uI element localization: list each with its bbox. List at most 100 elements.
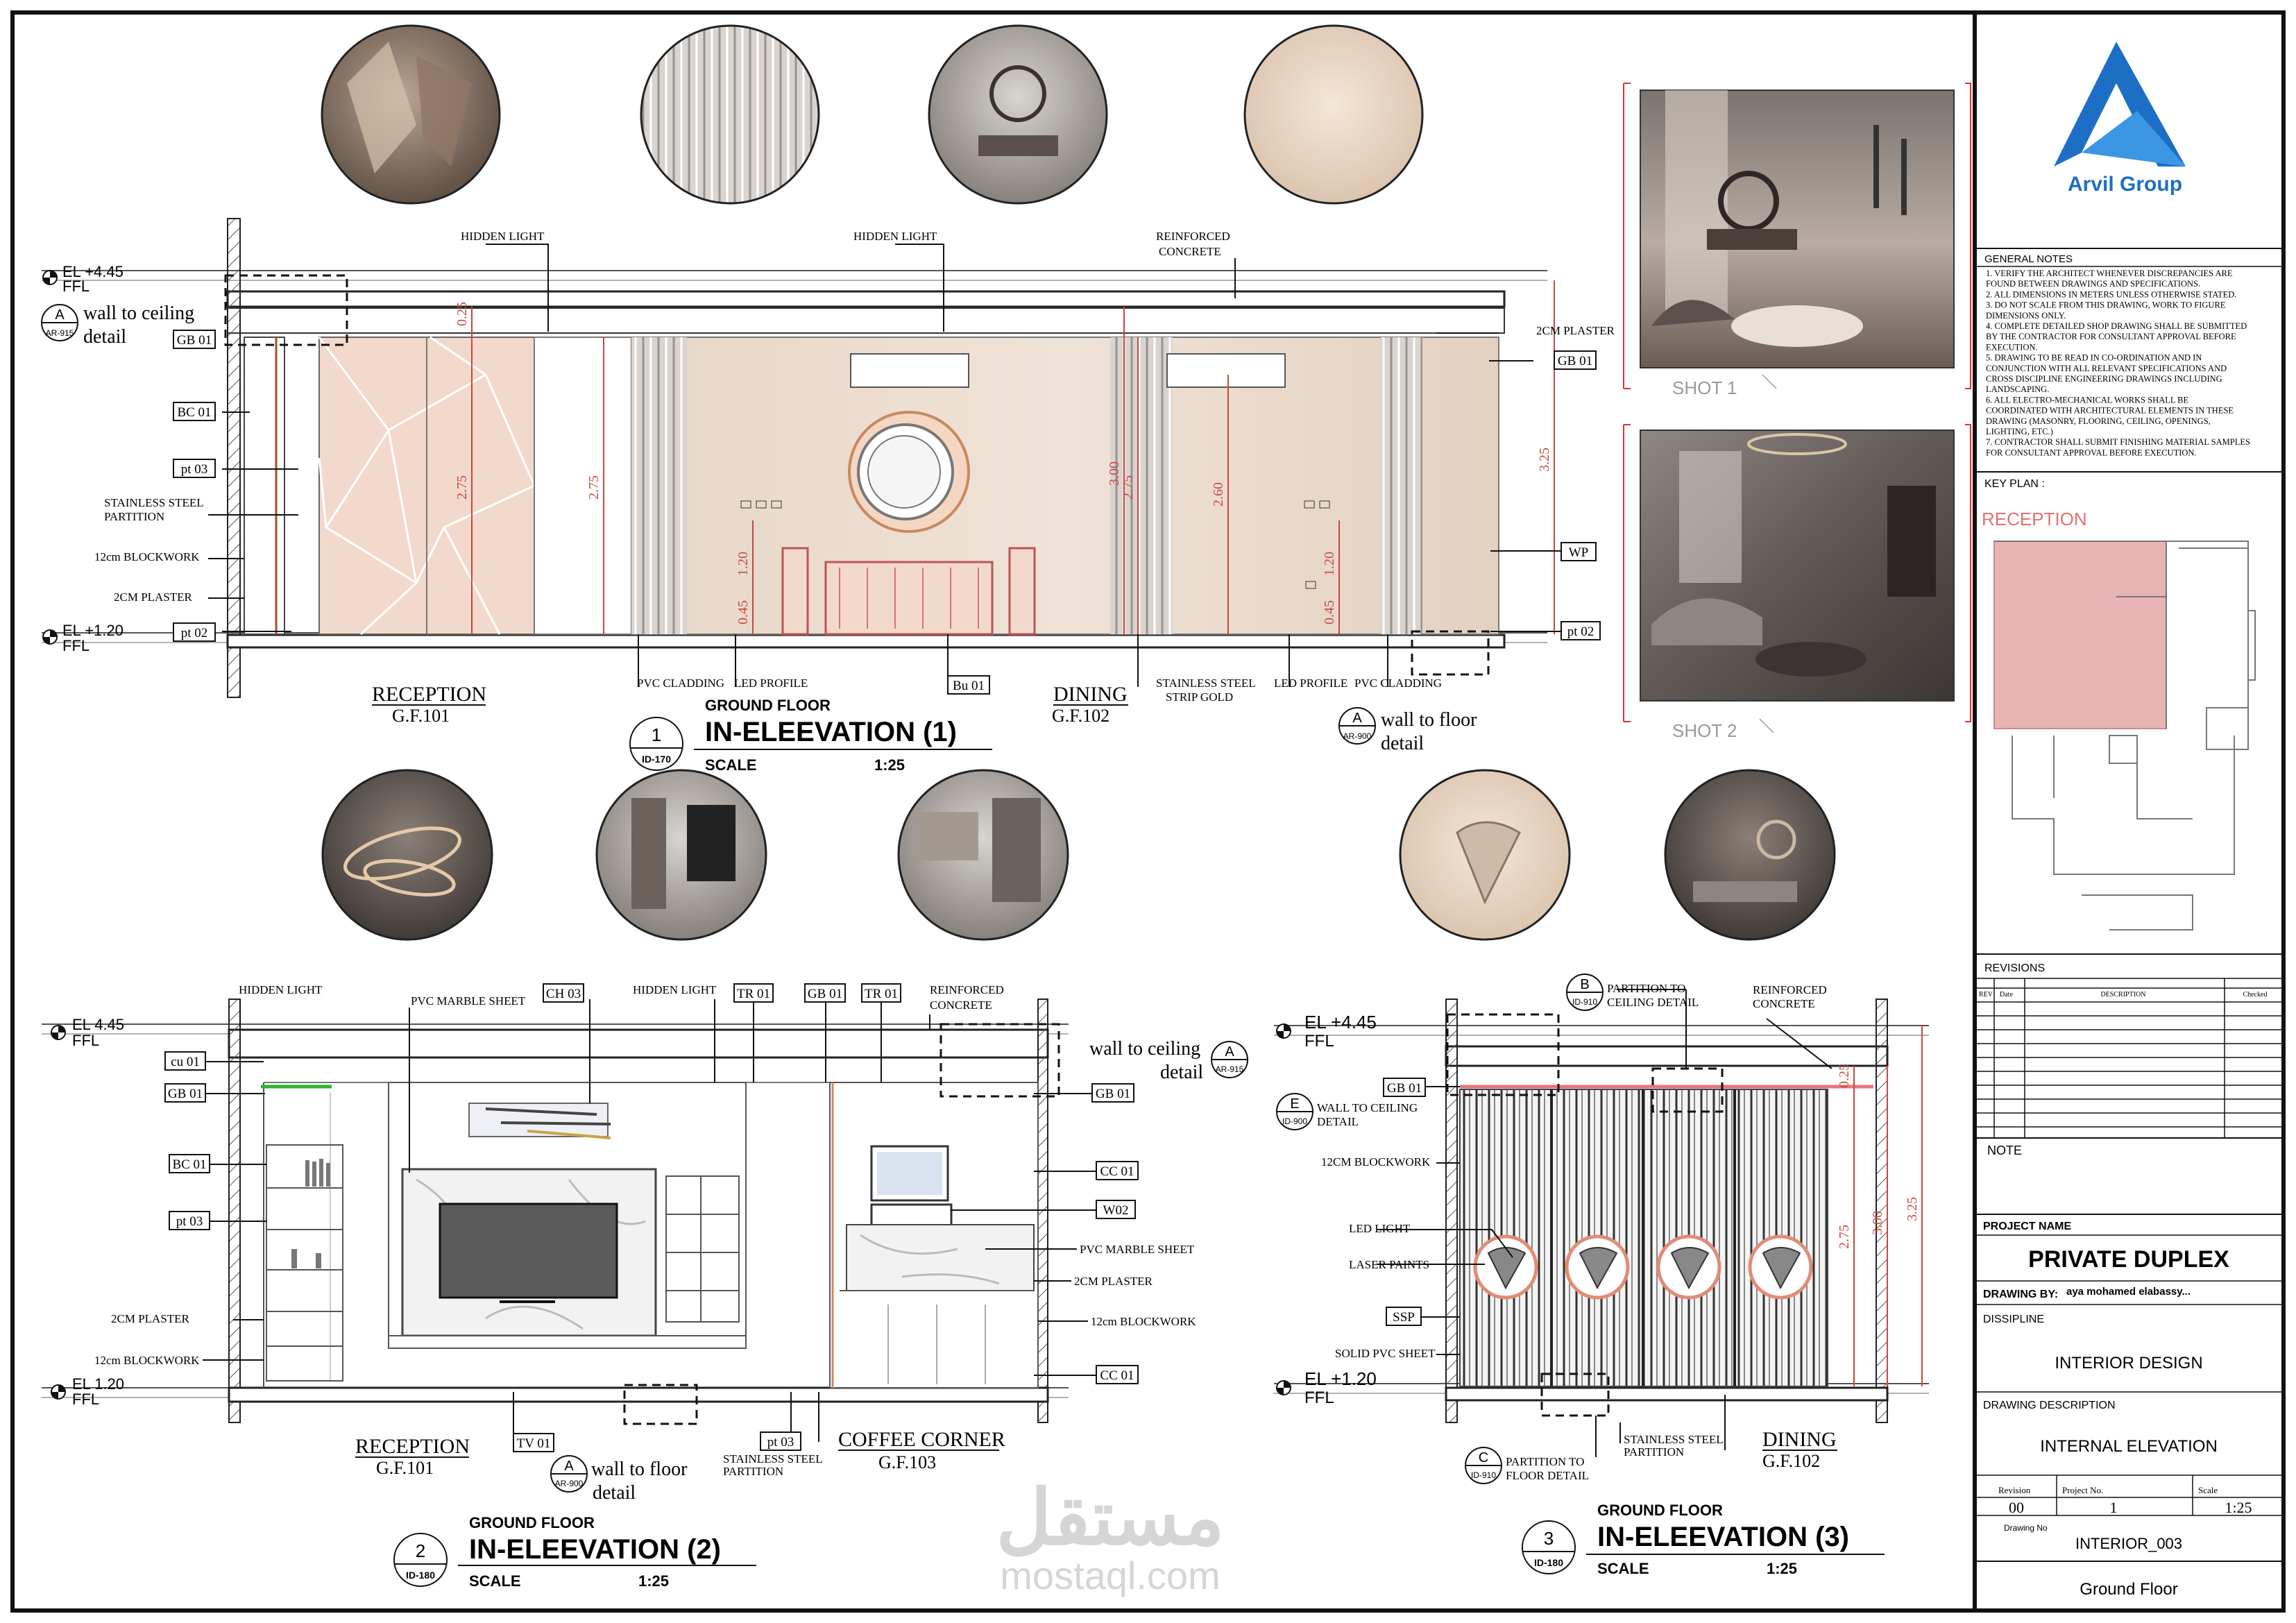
svg-text:12cm BLOCKWORK: 12cm BLOCKWORK [94, 1354, 200, 1367]
swatch-ring-chandelier [321, 769, 493, 941]
svg-text:pt 03: pt 03 [181, 462, 208, 477]
svg-text:BC 01: BC 01 [177, 405, 211, 420]
svg-text:12cm BLOCKWORK: 12cm BLOCKWORK [1091, 1315, 1196, 1328]
svg-text:2CM PLASTER: 2CM PLASTER [1074, 1275, 1153, 1288]
svg-text:00: 00 [2009, 1499, 2024, 1516]
callout-partition-floor: C ID-910 PARTITION TO FLOOR DETAIL [1465, 1447, 1589, 1484]
svg-text:AR-915: AR-915 [46, 328, 74, 338]
svg-text:detail: detail [1381, 733, 1424, 754]
ginkgo-medallions [1473, 1234, 1813, 1300]
shot-2-label: SHOT 2 [1672, 720, 1737, 741]
elevation-1-labels: HIDDEN LIGHT HIDDEN LIGHT REINFORCED CON… [94, 230, 1615, 704]
svg-text:GB 01: GB 01 [1387, 1081, 1422, 1096]
general-note-line: LANDSCAPING. [1986, 384, 2049, 394]
svg-text:pt 03: pt 03 [176, 1214, 203, 1229]
svg-text:1: 1 [2110, 1499, 2118, 1516]
general-note-line: LIGHTING, ETC.) [1986, 427, 2053, 436]
elevation-1-dimensions [471, 280, 1555, 634]
general-note-line: BY THE CONTRACTOR FOR CONSULTANT APPROVA… [1986, 332, 2236, 341]
svg-text:STAINLESS STEEL: STAINLESS STEEL [104, 496, 204, 509]
svg-text:PVC MARBLE SHEET: PVC MARBLE SHEET [411, 994, 526, 1008]
svg-text:KEY PLAN :: KEY PLAN : [1984, 478, 2045, 490]
svg-text:SCALE: SCALE [469, 1572, 521, 1590]
el-top-label-1: EL +4.45 [62, 263, 124, 280]
svg-text:Date: Date [2000, 991, 2013, 999]
swatch-kitchen [897, 769, 1069, 941]
svg-text:GROUND FLOOR: GROUND FLOOR [469, 1514, 595, 1531]
shot-1-label: SHOT 1 [1672, 377, 1737, 398]
el-marker-top-3 [1276, 1023, 1291, 1039]
svg-text:LASER PAINTS: LASER PAINTS [1349, 1258, 1429, 1271]
svg-text:GB 01: GB 01 [168, 1087, 203, 1101]
svg-text:CC 01: CC 01 [1100, 1368, 1134, 1383]
svg-text:STAINLESS STEEL: STAINLESS STEEL [723, 1452, 823, 1465]
elevation-3-dim-text: 0.25 2.75 3.00 3.25 [1837, 1064, 1920, 1249]
svg-text:SCALE: SCALE [705, 756, 757, 774]
svg-text:detail: detail [1160, 1062, 1203, 1083]
svg-text:0.25: 0.25 [1837, 1064, 1852, 1088]
general-note-line: 7. CONTRACTOR SHALL SUBMIT FINISHING MAT… [1986, 437, 2250, 447]
swatch-ginkgo [1399, 769, 1571, 941]
svg-text:PARTITION: PARTITION [104, 510, 164, 523]
svg-text:DRAWING DESCRIPTION: DRAWING DESCRIPTION [1983, 1400, 2116, 1411]
svg-text:ID-170: ID-170 [642, 754, 671, 765]
elevation-1: EL +4.45 FFL EL +1.20 FFL A AR-915 wall … [41, 218, 1615, 774]
svg-text:FFL: FFL [1304, 1388, 1334, 1407]
books-left [291, 1159, 330, 1268]
key-plan-room: RECEPTION [1982, 509, 2087, 529]
svg-text:1:25: 1:25 [638, 1572, 669, 1590]
shot-2: SHOT 2 [1623, 424, 1971, 741]
svg-text:IN-ELEEVATION (2): IN-ELEEVATION (2) [469, 1534, 721, 1565]
console-unit [781, 547, 1036, 636]
elevation-1-tags: GB 01 BC 01 pt 03 pt 02 GB 01 WP pt 02 B… [173, 330, 1601, 695]
svg-text:IN-ELEEVATION (1): IN-ELEEVATION (1) [705, 717, 957, 747]
triangulated-panels [318, 336, 632, 636]
svg-text:A: A [1225, 1044, 1234, 1060]
svg-text:G.F.102: G.F.102 [1052, 706, 1109, 726]
general-note-line: CONJUNCTION WITH ALL RELEVANT SPECIFICAT… [1986, 364, 2227, 373]
svg-text:1:25: 1:25 [1767, 1560, 1797, 1577]
svg-text:PARTITION: PARTITION [723, 1465, 783, 1478]
elevation-2-labels: HIDDEN LIGHT PVC MARBLE SHEET HIDDEN LIG… [94, 983, 1196, 1478]
company-name: Arvil Group [2068, 173, 2182, 196]
key-plan [1993, 541, 2256, 931]
svg-text:0.45: 0.45 [1322, 600, 1337, 624]
elevation-2-tags: CH 03 TR 01 GB 01 TR 01 cu 01 GB 01 BC 0… [164, 983, 1139, 1452]
shot-1: SHOT 1 [1623, 83, 1971, 398]
svg-text:LED PROFILE: LED PROFILE [1274, 677, 1347, 690]
svg-text:ID-910: ID-910 [1471, 1470, 1496, 1480]
svg-text:DETAIL: DETAIL [1317, 1115, 1359, 1128]
general-note-line: DIMENSIONS ONLY. [1986, 311, 2066, 321]
general-note-line: 3. DO NOT SCALE FROM THIS DRAWING, WORK … [1986, 300, 2226, 310]
ceiling-slab [226, 290, 1506, 308]
svg-text:DRAWING BY:: DRAWING BY: [1983, 1289, 2058, 1300]
svg-text:pt 02: pt 02 [1567, 624, 1595, 639]
svg-text:STAINLESS STEEL: STAINLESS STEEL [1624, 1433, 1724, 1446]
swatch-row-2 [321, 769, 1836, 941]
room-reception-1: RECEPTION [372, 683, 486, 706]
svg-text:3.00: 3.00 [1870, 1211, 1885, 1235]
svg-text:wall to floor: wall to floor [591, 1459, 688, 1480]
svg-text:0.25: 0.25 [454, 302, 470, 326]
elevation-3-tags: GB 01 SSP [1383, 1078, 1426, 1326]
general-note-line: 2. ALL DIMENSIONS IN METERS UNLESS OTHER… [1986, 289, 2236, 299]
round-mirror [848, 411, 970, 533]
callout-wall-ceiling-3: E ID-900 WALL TO CEILING DETAIL [1276, 1093, 1418, 1130]
elevation-3: 0.25 2.75 3.00 3.25 EL +4.45 FFL EL +1.2… [1274, 974, 1929, 1577]
svg-text:CEILING DETAIL: CEILING DETAIL [1607, 996, 1699, 1009]
svg-text:AR-900: AR-900 [1343, 731, 1372, 741]
svg-text:CH 03: CH 03 [546, 987, 581, 1001]
svg-text:aya mohamed elabassy...: aya mohamed elabassy... [2066, 1286, 2191, 1298]
svg-text:REINFORCED: REINFORCED [1753, 983, 1827, 996]
left-wall-section-2 [228, 999, 241, 1423]
svg-text:INTERNAL ELEVATION: INTERNAL ELEVATION [2040, 1437, 2218, 1456]
svg-text:3.25: 3.25 [1905, 1197, 1920, 1221]
svg-text:SCALE: SCALE [1597, 1560, 1649, 1577]
svg-text:RECEPTION: RECEPTION [355, 1435, 470, 1458]
svg-text:2.75: 2.75 [1837, 1225, 1852, 1249]
svg-text:detail: detail [593, 1482, 636, 1504]
general-note-line: DRAWING (MASONRY, FLOORING, CEILING, OPE… [1986, 416, 2211, 426]
marble-wall [631, 337, 1499, 635]
svg-text:2.60: 2.60 [1211, 482, 1226, 507]
callout-wall-floor-2: A AR-900 wall to floor detail [550, 1455, 688, 1504]
